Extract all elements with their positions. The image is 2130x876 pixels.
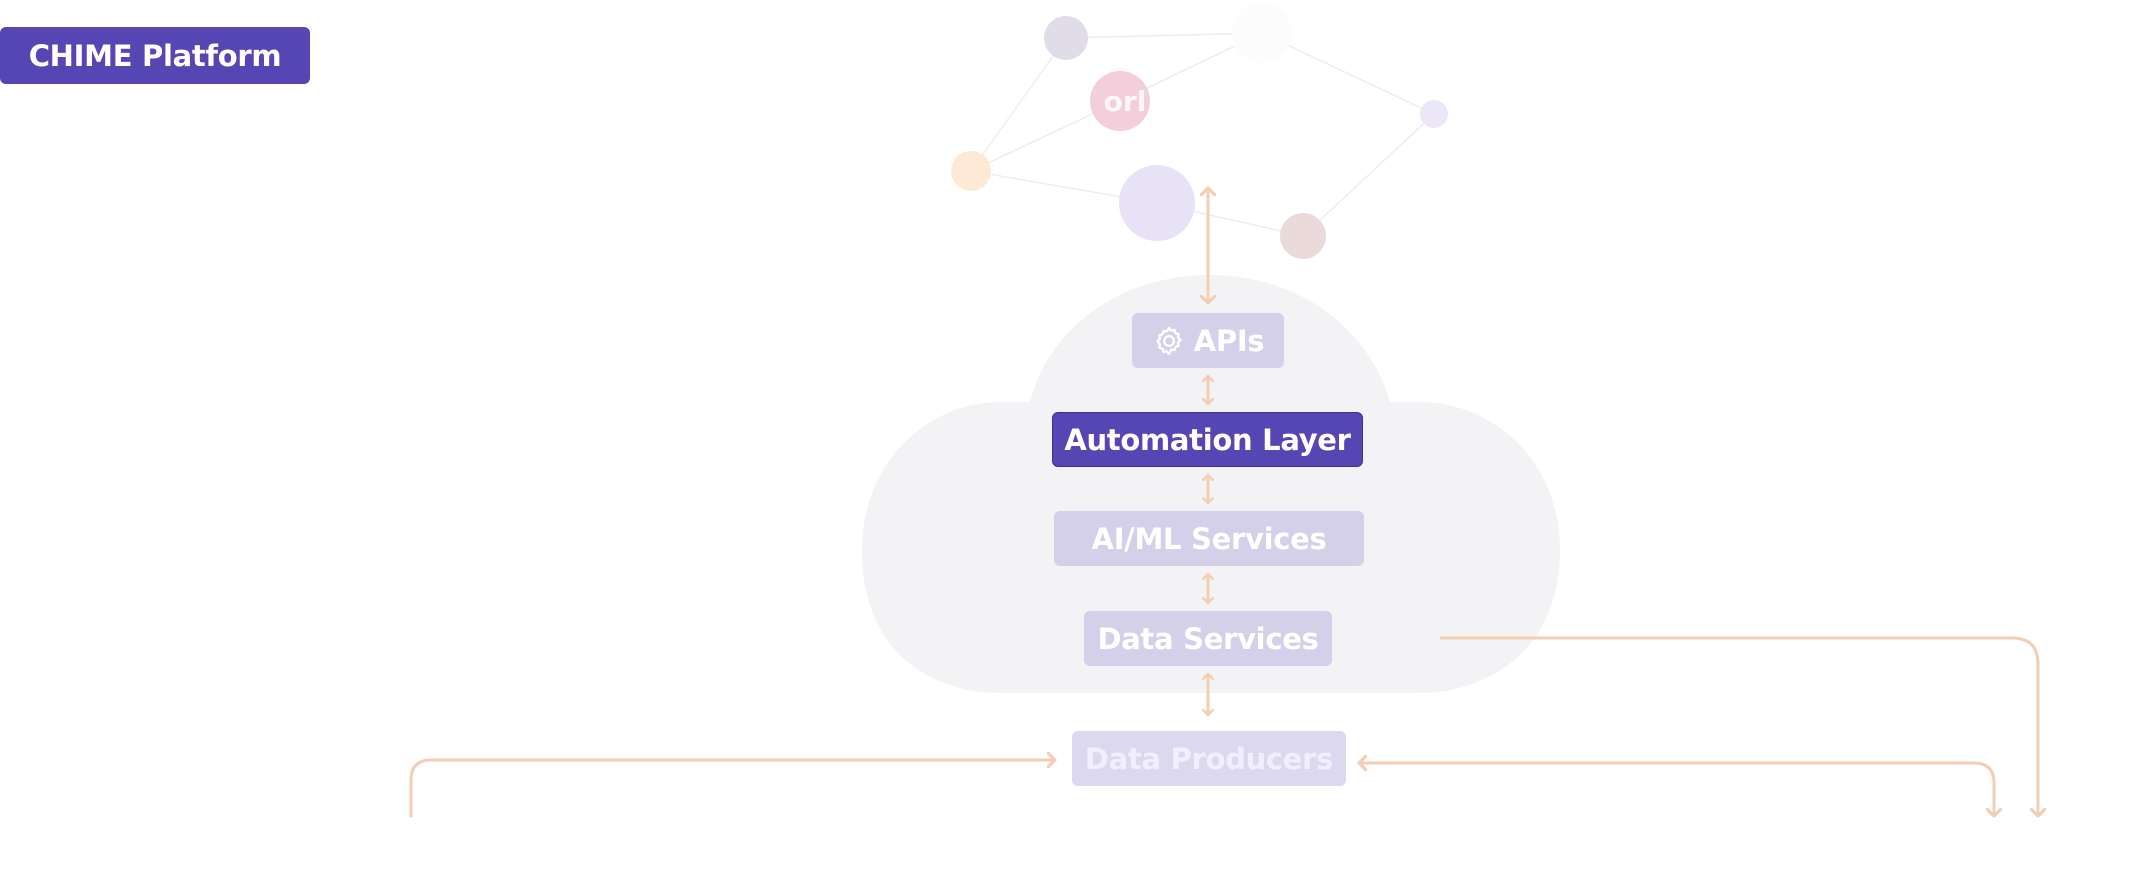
connector-lines: [409, 636, 2038, 818]
ai-ml-services-box: AI/ML Services: [1054, 511, 1364, 566]
ai-ml-services-label: AI/ML Services: [1091, 521, 1327, 556]
data-services-box: Data Services: [1084, 611, 1332, 666]
data-services-label: Data Services: [1097, 621, 1319, 656]
left-connector: [409, 760, 1055, 818]
network-node: [1232, 3, 1292, 63]
network-graph: [951, 3, 1448, 259]
gear-icon: [1152, 324, 1186, 358]
data-services-connector: [1439, 636, 2038, 816]
data-producers-label: Data Producers: [1084, 741, 1334, 776]
network-edges: [970, 32, 1435, 237]
platform-badge: CHIME Platform: [0, 27, 310, 84]
network-node: [951, 151, 991, 191]
automation-layer-label: Automation Layer: [1064, 422, 1351, 457]
network-node: [1044, 16, 1088, 60]
network-node: [1119, 165, 1195, 241]
apis-label: APIs: [1193, 323, 1265, 358]
network-node-label: orl: [1103, 85, 1147, 118]
data-producers-box: Data Producers: [1072, 731, 1346, 786]
apis-box: APIs: [1132, 313, 1284, 368]
right-connector: [1359, 763, 1994, 816]
automation-layer-box: Automation Layer: [1052, 412, 1363, 467]
network-node: [1420, 100, 1448, 128]
network-node: [1280, 213, 1326, 259]
network-node: [1090, 71, 1150, 131]
